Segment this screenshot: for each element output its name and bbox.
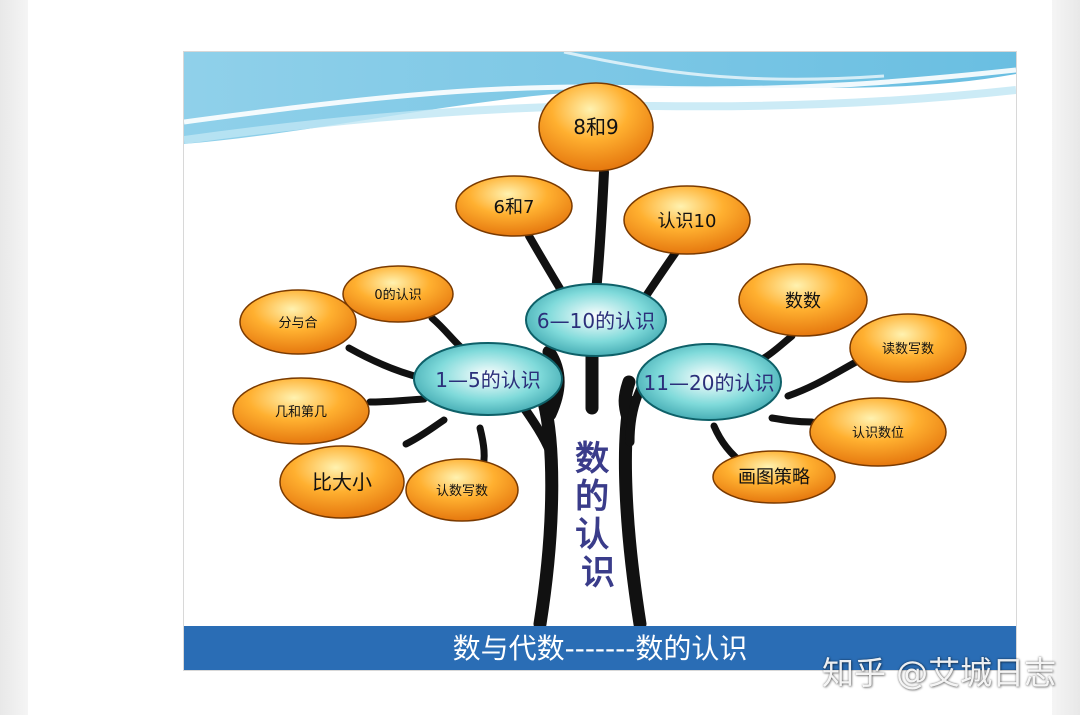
trunk-title: 数 的 认 识 [575,439,621,593]
page-gutter-left [0,0,28,715]
bottom-banner-background [184,626,1016,670]
bottom-banner-text: 数与代数-------数的认识 [453,632,748,665]
leaf-node-8-and-9: 8和9 [538,82,654,172]
leaf-label-counting: 数数 [785,291,821,312]
leaf-label-8-and-9: 8和9 [573,115,618,139]
leaf-node-counting: 数数 [738,263,868,337]
leaf-label-compare: 比大小 [312,470,372,494]
leaf-node-compare: 比大小 [279,445,405,519]
leaf-node-ordinal: 几和第几 [232,377,370,445]
leaf-node-zero: 0的认识 [342,265,454,323]
leaf-node-place-value: 认识数位 [809,397,947,467]
leaf-label-ordinal: 几和第几 [275,405,327,420]
leaf-label-know-10: 认识10 [658,211,717,232]
hub-label-11-20: 11—20的认识 [644,371,775,395]
hub-node-11-20: 11—20的认识 [636,343,782,421]
hub-node-1-5: 1—5的认识 [413,342,563,416]
tree-diagram: 数与代数-------数的认识 数 的 认 识 6—10的认识 1—5的认识 1… [184,52,1016,670]
leaf-label-read-write: 认数写数 [436,484,488,499]
leaf-node-know-10: 认识10 [623,185,751,255]
leaf-node-split-combine: 分与合 [239,289,357,355]
hub-label-1-5: 1—5的认识 [435,368,540,392]
header-wave-decoration [184,52,1016,144]
leaf-label-6-and-7: 6和7 [494,197,535,218]
leaf-label-zero: 0的认识 [374,287,421,303]
leaf-node-read-write: 认数写数 [405,458,519,522]
hub-node-6-10: 6—10的认识 [525,283,667,357]
leaf-label-drawing-strategy: 画图策略 [738,467,810,488]
leaf-node-read-write-numbers: 读数写数 [849,313,967,383]
mind-map-slide: 数与代数-------数的认识 数 的 认 识 6—10的认识 1—5的认识 1… [183,51,1017,671]
leaf-label-read-write-numbers: 读数写数 [882,342,934,357]
leaf-node-drawing-strategy: 画图策略 [712,450,836,504]
leaf-node-6-and-7: 6和7 [455,175,573,237]
page-gutter-right [1052,0,1080,715]
leaf-label-place-value: 认识数位 [852,426,904,441]
site-watermark: 知乎 @艾城日志 [822,654,1057,692]
hub-label-6-10: 6—10的认识 [537,309,655,333]
leaf-label-split-combine: 分与合 [278,316,317,331]
